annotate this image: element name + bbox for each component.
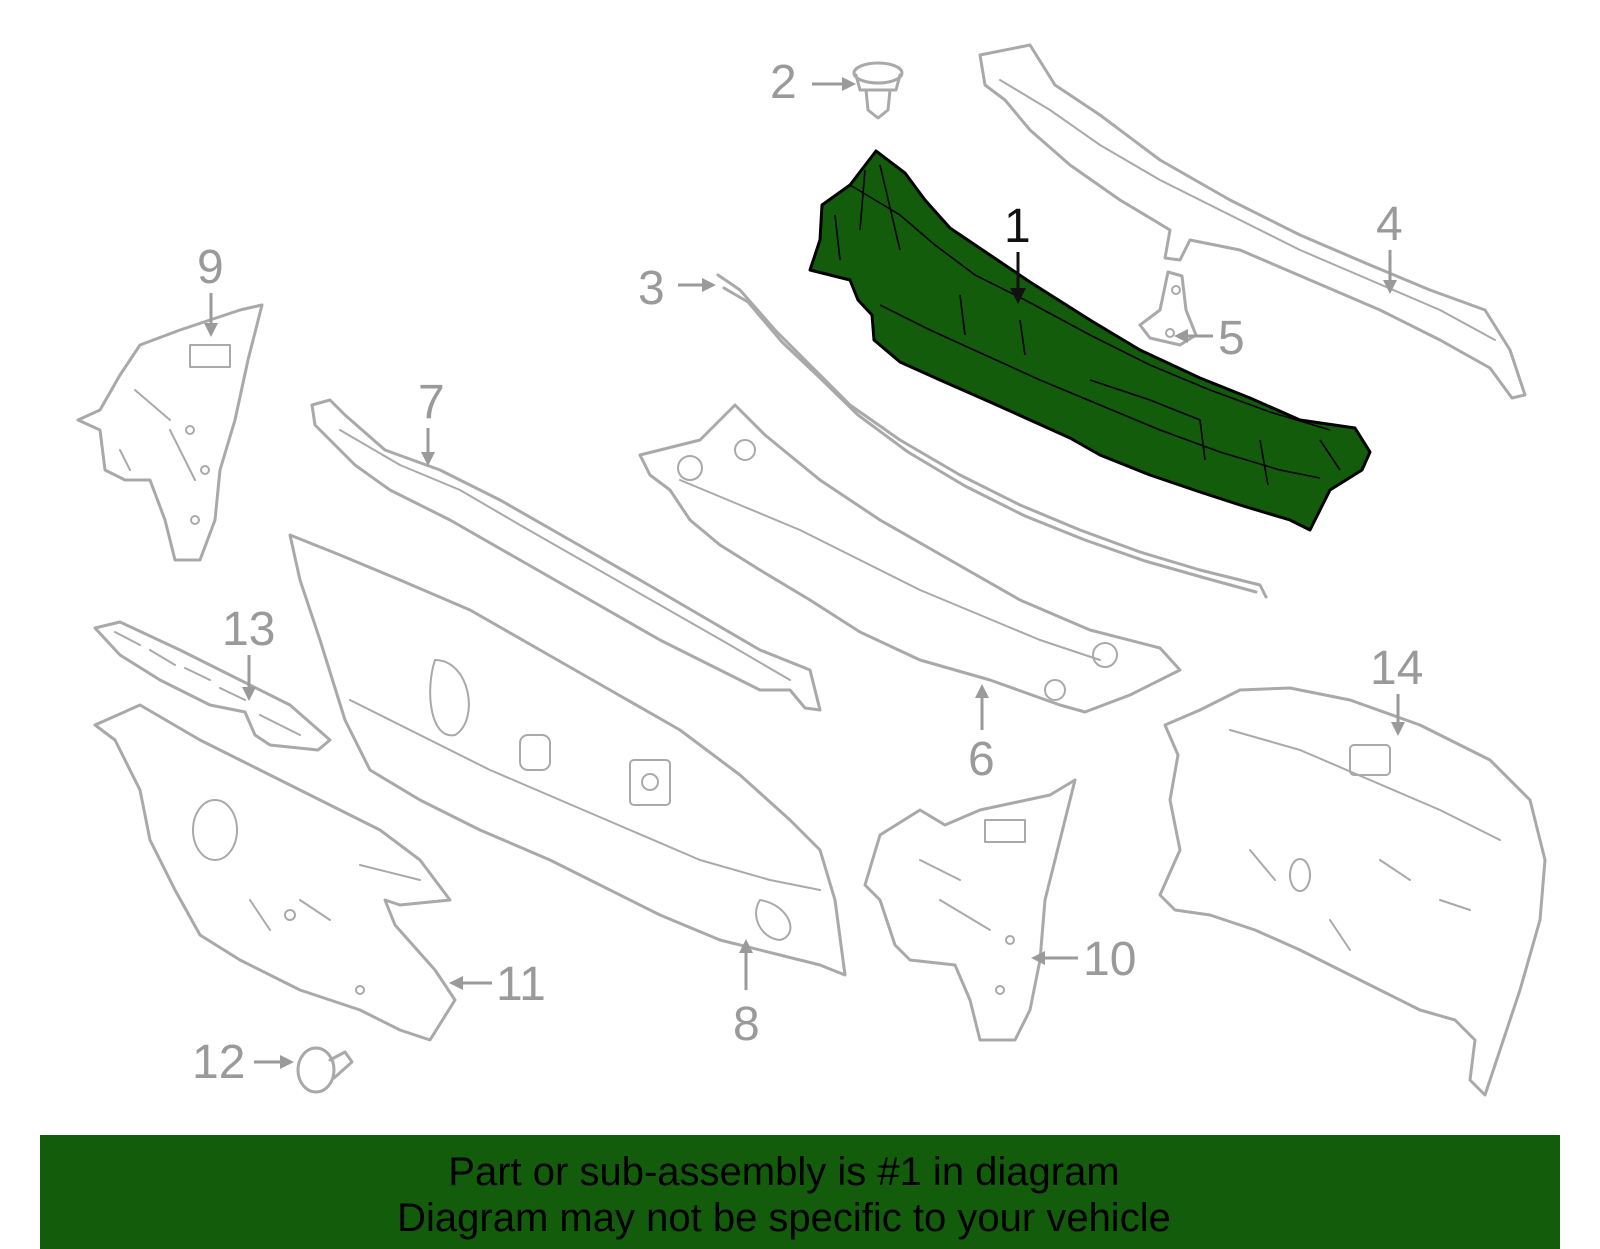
part-12-retainer[interactable] — [296, 1046, 354, 1094]
callout-2: 2 — [770, 56, 856, 109]
banner-part-note: Part or sub-assembly is #1 in diagram — [448, 1150, 1120, 1194]
part-5-bracket[interactable] — [1138, 270, 1198, 347]
part-10-side-right[interactable] — [863, 778, 1077, 1042]
part-8-dash-panel[interactable] — [288, 533, 847, 977]
svg-text:9: 9 — [197, 241, 224, 294]
part-9-side-left[interactable] — [76, 303, 264, 562]
callout-4: 4 — [1376, 198, 1403, 294]
svg-text:10: 10 — [1083, 933, 1136, 986]
callout-5: 5 — [1174, 312, 1245, 365]
svg-text:6: 6 — [968, 733, 995, 786]
part-1-cowl-panel[interactable] — [808, 149, 1372, 532]
info-banner: Part or sub-assembly is #1 in diagram Di… — [40, 1135, 1560, 1249]
svg-text:4: 4 — [1376, 198, 1403, 251]
callout-14: 14 — [1370, 642, 1423, 736]
part-3-seal[interactable] — [716, 273, 1268, 599]
callout-12: 12 — [192, 1036, 294, 1089]
callout-1: 1 — [1004, 200, 1031, 304]
part-11-insulator[interactable] — [93, 703, 457, 1042]
part-6-lower-cowl[interactable] — [638, 403, 1182, 714]
banner-disclaimer: Diagram may not be specific to your vehi… — [397, 1196, 1171, 1240]
callout-9: 9 — [197, 241, 224, 337]
part-7-crossmember[interactable] — [310, 398, 822, 712]
callout-6: 6 — [968, 684, 995, 786]
svg-text:12: 12 — [192, 1036, 245, 1089]
callout-8: 8 — [733, 939, 760, 1051]
callout-7: 7 — [418, 376, 445, 466]
svg-text:8: 8 — [733, 998, 760, 1051]
svg-text:7: 7 — [418, 376, 445, 429]
svg-text:3: 3 — [638, 262, 665, 315]
callout-3: 3 — [638, 262, 716, 315]
svg-text:14: 14 — [1370, 642, 1423, 695]
svg-text:11: 11 — [496, 958, 546, 1011]
part-13-silencer[interactable] — [93, 620, 332, 752]
svg-text:1: 1 — [1004, 200, 1031, 253]
callout-13: 13 — [222, 603, 275, 701]
callout-10: 10 — [1031, 933, 1136, 986]
part-14-dash-silencer[interactable] — [1158, 686, 1547, 1097]
svg-text:13: 13 — [222, 603, 275, 656]
callout-11: 11 — [449, 958, 546, 1011]
part-2-clip[interactable] — [852, 61, 904, 120]
part-4-reinforcement[interactable] — [978, 43, 1527, 400]
svg-text:5: 5 — [1218, 312, 1245, 365]
svg-text:2: 2 — [770, 56, 797, 109]
